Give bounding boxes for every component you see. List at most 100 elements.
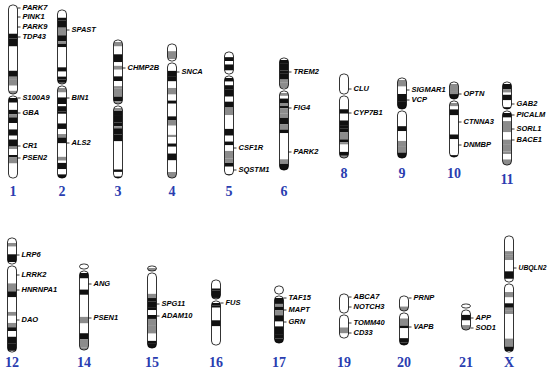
chromosome-arm [503,82,512,109]
leader-line [234,170,237,171]
gene-label: SIGMAR1 [412,86,446,94]
leader-line [18,37,21,38]
leader-line [18,98,21,99]
leader-line [18,17,21,18]
chromosome-number: 1 [10,185,17,199]
leader-line [349,89,352,90]
chromosome-number: 14 [77,356,91,370]
leader-line [284,322,287,323]
gene-label: GBA [23,109,40,117]
chromosome-arm [462,310,471,330]
gene-label: CLU [354,85,369,93]
chromosome-arm [503,111,512,165]
leader-line [18,113,21,114]
chromosome-number: 2 [59,185,66,199]
chromosome-arm [450,82,459,99]
chromosome-arm [225,76,234,175]
leader-line [289,152,292,153]
chromosome-number: 4 [169,185,176,199]
chromosome-ideogram [505,236,514,352]
chromosome-arm [212,280,221,299]
gene-label: DNMBP [464,141,492,149]
chromosome-ideogram [168,44,177,178]
leader-line [157,304,160,305]
leader-line [459,122,462,123]
chromosome-ideogram [58,10,67,178]
chromosome-ideogram [275,286,284,343]
chromosome-arm [450,101,459,157]
chromosome-arm [80,271,89,350]
gene-label: OPTN [464,90,485,98]
gene-label: PSEN1 [94,314,119,322]
leader-line [289,108,292,109]
gene-label: VCP [412,96,427,104]
leader-line [177,72,180,73]
gene-label: APP [476,314,491,322]
chromosome-ideogram [212,280,221,345]
gene-label: CTNNA3 [464,118,494,126]
chromosome-ideogram [340,294,349,338]
leader-line [459,145,462,146]
gene-label: PINK1 [23,13,45,21]
chromosome-arm [9,5,18,94]
gene-label: ABCA7 [354,293,380,301]
gene-label: PARK9 [23,23,48,31]
gene-label: SPAST [72,26,96,34]
chromosome-arm [398,111,407,158]
gene-label: CYP7B1 [354,109,383,117]
leader-line [471,318,474,319]
leader-line [349,297,352,298]
chromosome-ideogram [148,266,157,348]
leader-line [18,27,21,28]
gene-label: PRNP [414,294,435,302]
leader-line [18,146,21,147]
chromosome-number: 9 [399,167,406,181]
leader-line [409,298,412,299]
leader-line [459,94,462,95]
gene-label: DAO [22,316,39,324]
chromosome-number: 16 [209,356,223,370]
chromosome-number: 11 [500,173,513,187]
leader-line [157,316,160,317]
chromosome-ideogram [398,78,407,158]
chromosome-arm [280,91,289,170]
leader-line [17,320,20,321]
chromosome-arm [275,296,284,343]
gene-label: CR1 [23,142,38,150]
chromosome-ideogram [8,238,17,352]
leader-line [89,318,92,319]
leader-line [67,30,70,31]
chromosome-number: 20 [397,356,411,370]
leader-line [284,310,287,311]
gene-label: CD33 [354,329,373,337]
gene-label: TAF15 [289,294,311,302]
chromosome-ideogram [80,264,89,350]
chromosome-arm [340,96,349,158]
chromosome-number: 21 [459,356,473,370]
gene-label: ANG [94,280,111,288]
gene-label: GRN [289,318,306,326]
gene-label: TDP43 [23,33,46,41]
leader-line [18,8,21,9]
gene-label: MAPT [289,306,310,314]
gene-label: SPG11 [162,300,186,308]
leader-line [409,327,412,328]
chromosome-arm [148,273,157,348]
gene-label: FUS [226,299,241,307]
chromosome-arm [275,286,284,294]
leader-line [234,148,237,149]
leader-line [512,140,515,141]
chromosome-arm [58,86,67,178]
gene-label: SQSTM1 [239,166,270,174]
gene-label: ALS2 [72,139,91,147]
gene-label: HNRNPA1 [22,286,58,294]
chromosome-number: 6 [281,185,288,199]
chromosome-ideogram [9,5,18,178]
leader-line [512,104,515,105]
gene-label: PSEN2 [23,154,48,162]
gene-label: CHMP2B [128,64,160,72]
chromosome-number: 19 [337,356,351,370]
leader-line [221,303,224,304]
leader-line [349,333,352,334]
